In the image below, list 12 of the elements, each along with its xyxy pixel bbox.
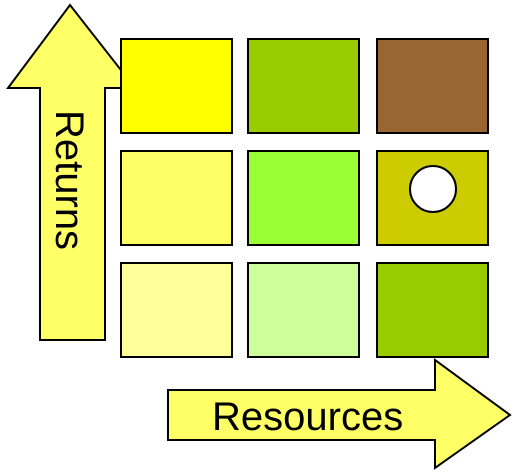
matrix-cell [247,150,360,246]
matrix-cell [376,38,489,134]
matrix-cell [120,262,233,358]
position-marker [409,165,457,213]
matrix-cell [120,38,233,134]
matrix-cell [247,262,360,358]
matrix-cell [120,150,233,246]
matrix-cell [376,150,489,246]
matrix-cell [376,262,489,358]
axis-label: Returns [49,110,89,250]
axis-label: Resources [212,397,404,437]
matrix-cell [247,38,360,134]
